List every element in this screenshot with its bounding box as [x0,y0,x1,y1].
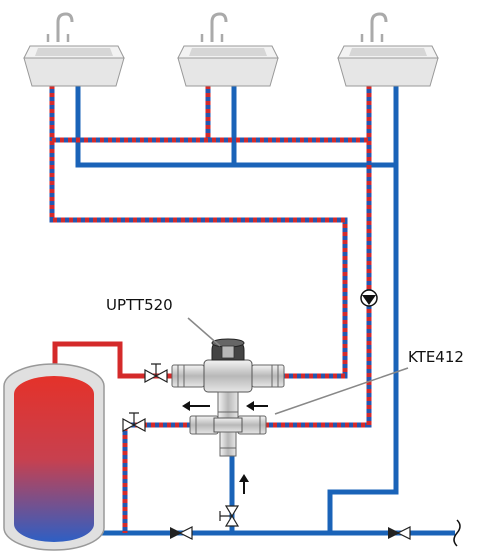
circulation-pump-icon [360,289,378,307]
leader-lines [187,317,409,415]
sink-right [337,12,439,87]
sink-icon [337,45,439,87]
ball-valve-icon [122,363,240,527]
mixing-valve-label: UPTT520 [106,296,173,314]
tee-fitting-assembly [189,411,267,457]
sink-icon [23,45,125,87]
faucet-icon [360,12,388,42]
sink-icon [177,45,279,87]
mixed-water-pipes [49,85,372,533]
faucet-icon [200,12,228,42]
sink-middle [177,12,279,87]
mixing-valve-assembly [171,338,285,413]
water-heater-tank [3,363,105,551]
hot-water-pipe [52,341,175,379]
sink-left [23,12,125,87]
break-line-icon [453,519,461,547]
check-valve-icon [170,526,411,540]
faucet-icon [46,12,74,42]
tee-fitting-label: KTE412 [408,348,464,366]
flow-arrow-icon [182,401,268,494]
